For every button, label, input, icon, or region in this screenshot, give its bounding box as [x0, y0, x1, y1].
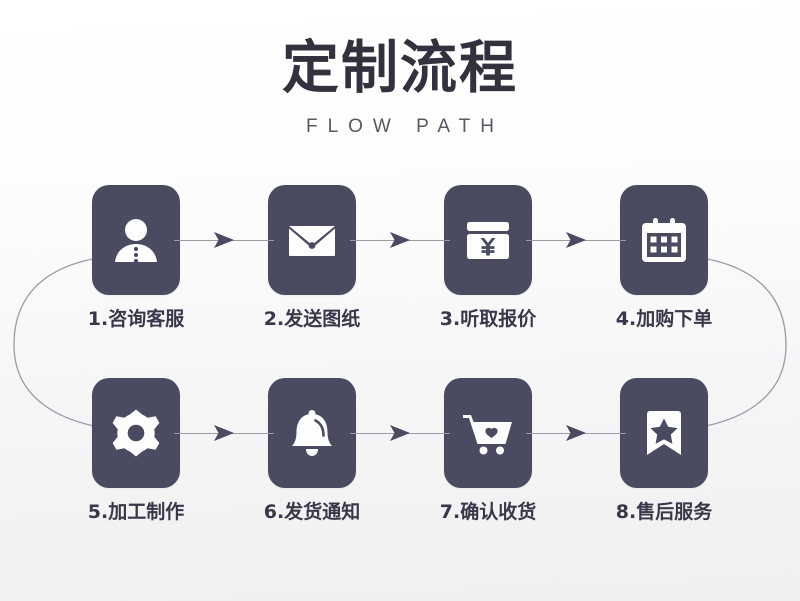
yen-card-icon	[460, 212, 516, 268]
arrow-right-icon	[214, 232, 234, 248]
flow-step-1-label: 1.咨询客服	[87, 308, 185, 330]
flow-arrow-2-3	[350, 185, 450, 295]
flow-arrow-7-8	[526, 378, 626, 488]
flow-step-6-icon-box[interactable]	[268, 378, 356, 488]
page-title: 定制流程	[282, 35, 518, 101]
flow-arrow-6-7	[350, 378, 450, 488]
flow-step-5-icon-box[interactable]	[92, 378, 180, 488]
flow-step-2-label: 2.发送图纸	[263, 308, 361, 330]
flow-step-8[interactable]: 8.售后服务	[616, 378, 712, 524]
flow-step-1[interactable]: 1.咨询客服	[88, 185, 184, 331]
bell-icon	[284, 405, 340, 461]
flow-step-7-label: 7.确认收货	[439, 501, 537, 523]
flow-row-2: 5.加工制作 6.发货通知	[0, 378, 800, 528]
flow-step-4-icon-box[interactable]	[620, 185, 708, 295]
flow-arrow-1-2	[174, 185, 274, 295]
flow-step-7-icon-box[interactable]	[444, 378, 532, 488]
flow-step-2-icon-box[interactable]	[268, 185, 356, 295]
flow-step-5[interactable]: 5.加工制作	[88, 378, 184, 524]
person-icon	[108, 212, 164, 268]
flow-step-2[interactable]: 2.发送图纸	[264, 185, 360, 331]
flow-arrow-5-6	[174, 378, 274, 488]
flow-step-4[interactable]: 4.加购下单	[616, 185, 712, 331]
arrow-right-icon	[214, 425, 234, 441]
flow-arrow-3-4	[526, 185, 626, 295]
arrow-right-icon	[566, 232, 586, 248]
arrow-right-icon	[390, 232, 410, 248]
arrow-right-icon	[566, 425, 586, 441]
cart-heart-icon	[460, 405, 516, 461]
envelope-icon	[284, 212, 340, 268]
flow-step-5-label: 5.加工制作	[87, 501, 185, 523]
gear-icon	[108, 405, 164, 461]
flow-step-3[interactable]: 3.听取报价	[440, 185, 536, 331]
flow-step-6-label: 6.发货通知	[263, 501, 361, 523]
calendar-icon	[636, 212, 692, 268]
flow-row-1: 1.咨询客服 2.发送图纸	[0, 185, 800, 335]
flow-step-3-label: 3.听取报价	[439, 308, 537, 330]
flow-step-4-label: 4.加购下单	[615, 308, 713, 330]
header: 定制流程 FLOW PATH	[0, 34, 800, 138]
page-subtitle: FLOW PATH	[305, 116, 505, 137]
flow-step-7[interactable]: 7.确认收货	[440, 378, 536, 524]
arrow-right-icon	[390, 425, 410, 441]
flow-step-8-label: 8.售后服务	[615, 501, 713, 523]
flow-step-8-icon-box[interactable]	[620, 378, 708, 488]
flow-step-1-icon-box[interactable]	[92, 185, 180, 295]
flow-step-6[interactable]: 6.发货通知	[264, 378, 360, 524]
bookmark-star-icon	[636, 405, 692, 461]
flow-step-3-icon-box[interactable]	[444, 185, 532, 295]
